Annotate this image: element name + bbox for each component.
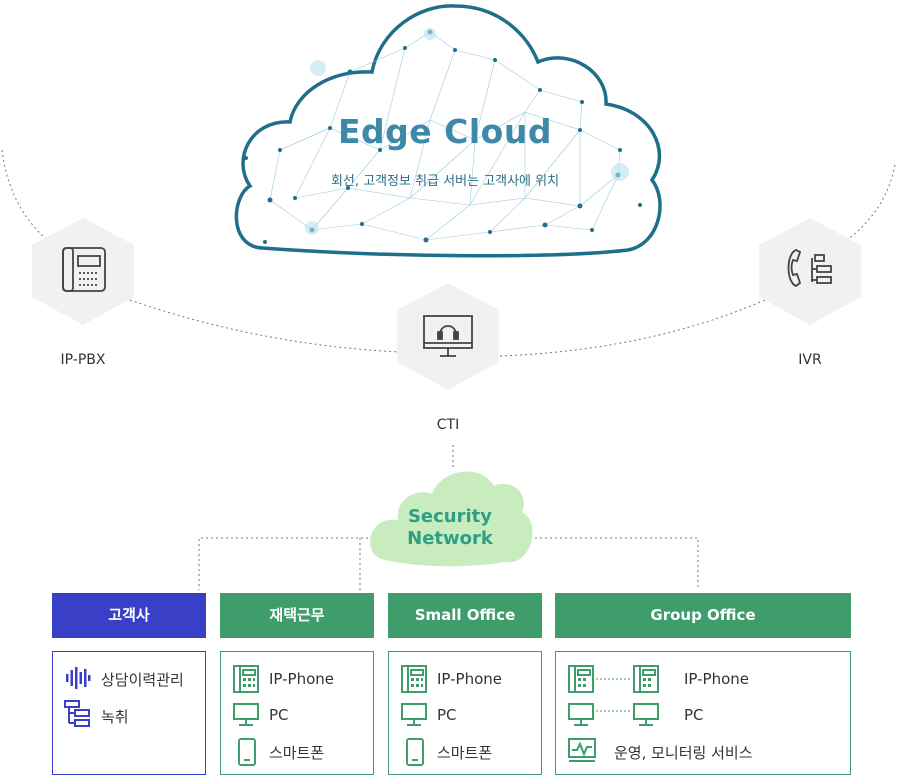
cloud-title: Edge Cloud <box>338 112 552 151</box>
header-customer: 고객사 <box>52 593 206 638</box>
item-ip-phone: IP-Phone <box>437 670 503 688</box>
item-ip-phone: IP-Phone <box>684 670 750 688</box>
dashed-arc-bottom-right <box>499 299 766 357</box>
desk-phone-icon <box>62 247 106 292</box>
box-home: IP-Phone PC 스마트폰 <box>220 651 374 775</box>
security-line2: Network <box>407 528 493 549</box>
item-smartphone: 스마트폰 <box>437 744 493 762</box>
monitoring-icon <box>568 738 596 762</box>
soundwave-icon <box>66 667 91 689</box>
box-group-office: IP-Phone PC 운영, 모니터링 서비스 <box>555 651 851 775</box>
box-small-office: IP-Phone PC 스마트폰 <box>388 651 542 775</box>
hexagon-cti <box>397 283 499 390</box>
ivr-label: IVR <box>798 352 822 368</box>
hexagon-ivr <box>759 218 861 325</box>
security-line1: Security <box>407 506 493 527</box>
item-pc: PC <box>684 706 704 724</box>
header-group-office: Group Office <box>555 593 851 638</box>
ipbx-label: IP-PBX <box>60 352 106 368</box>
security-network-label: Security Network <box>390 506 510 550</box>
monitor-headset-icon <box>423 315 473 357</box>
box-customer: 상담이력관리 녹취 <box>52 651 206 775</box>
connector-customer <box>198 537 378 590</box>
item-monitoring: 운영, 모니터링 서비스 <box>614 744 753 762</box>
item-smartphone: 스마트폰 <box>269 744 325 762</box>
security-cloud <box>370 471 533 567</box>
hexagon-ipbx <box>32 218 134 325</box>
cloud-subtitle: 회선, 고객정보 취급 서버는 고객사에 위치 <box>330 174 560 189</box>
pc-pair-icon <box>568 703 659 726</box>
ip-phone-icon <box>401 665 427 693</box>
item-pc: PC <box>269 706 289 724</box>
item-ip-phone: IP-Phone <box>269 670 335 688</box>
ip-phone-icon <box>233 665 259 693</box>
pc-icon <box>233 703 259 726</box>
header-small-office: Small Office <box>388 593 542 638</box>
dashed-arc-bottom-left <box>129 299 401 353</box>
tree-icon <box>64 700 90 727</box>
item-pc: PC <box>437 706 457 724</box>
phone-tree-icon <box>787 249 832 288</box>
edge-cloud <box>234 4 662 258</box>
item-consult-history: 상담이력관리 <box>101 671 184 689</box>
header-home: 재택근무 <box>220 593 374 638</box>
item-recording: 녹취 <box>101 708 129 726</box>
pc-icon <box>401 703 427 726</box>
cti-label: CTI <box>436 417 460 433</box>
connector-group <box>525 537 699 590</box>
smartphone-icon <box>406 738 424 766</box>
smartphone-icon <box>238 738 256 766</box>
dashed-arc-right <box>839 164 896 246</box>
ip-phone-pair-icon <box>568 665 659 693</box>
